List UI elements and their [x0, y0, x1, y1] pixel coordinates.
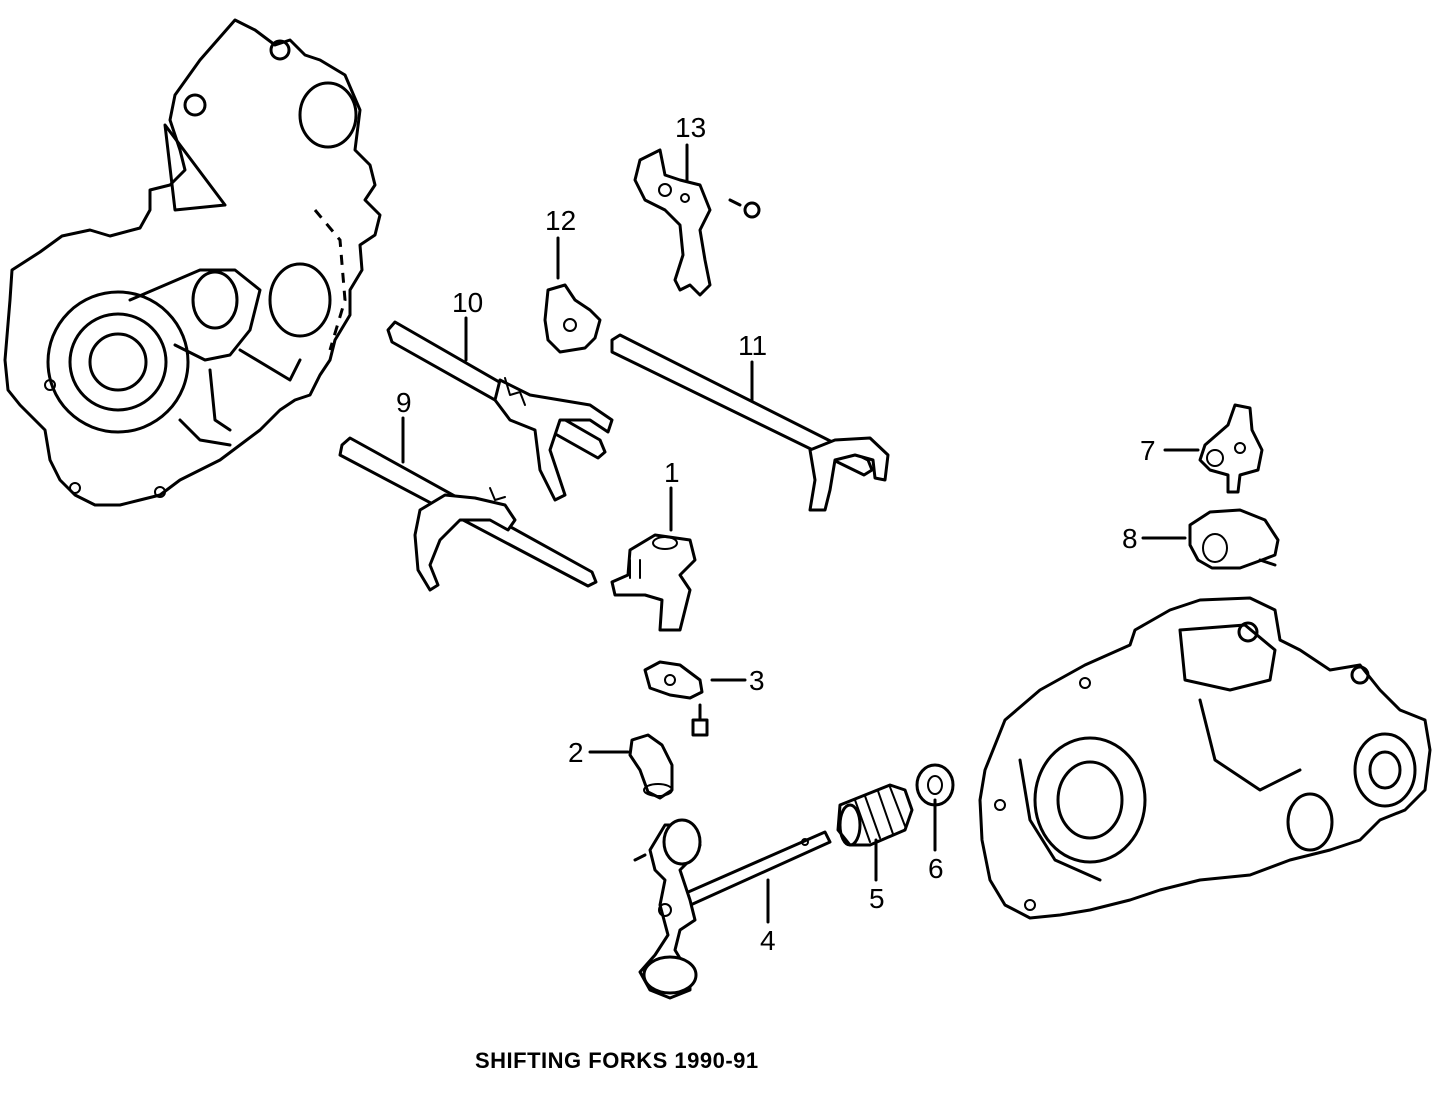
part-2-holder — [628, 733, 674, 800]
left-transmission-case — [3, 18, 382, 507]
callout-12: 12 — [545, 205, 576, 236]
callout-13: 13 — [675, 112, 706, 143]
shift-fork-shaft-9 — [338, 436, 598, 592]
callout-1: 1 — [664, 457, 680, 488]
callout-11: 11 — [738, 330, 767, 361]
callout-8: 8 — [1122, 523, 1138, 554]
part-3-bracket — [643, 660, 709, 737]
shift-piece-1 — [610, 533, 697, 632]
part-8-bracket — [1188, 508, 1280, 570]
shift-fork-shaft-10 — [386, 320, 614, 502]
callout-10: 10 — [452, 287, 483, 318]
right-transmission-case — [978, 596, 1432, 920]
part-7-assembly — [1198, 403, 1264, 494]
callout-5: 5 — [869, 883, 885, 914]
callout-9: 9 — [396, 387, 412, 418]
leader-lines — [401, 143, 1200, 924]
shift-fork-shaft-11 — [610, 333, 890, 512]
shift-lever-rod-4 — [633, 818, 832, 1000]
spring-5 — [836, 783, 914, 847]
diagram-caption: SHIFTING FORKS 1990-91 — [475, 1048, 759, 1073]
callout-7: 7 — [1140, 435, 1156, 466]
callout-4: 4 — [760, 925, 776, 956]
shift-lever-bracket — [633, 148, 761, 297]
callout-3: 3 — [749, 665, 765, 696]
callout-2: 2 — [568, 737, 584, 768]
callout-labels: 13 12 10 11 9 1 7 8 3 2 6 5 4 — [396, 112, 1156, 956]
callout-6: 6 — [928, 853, 944, 884]
interlock-part — [543, 283, 602, 354]
